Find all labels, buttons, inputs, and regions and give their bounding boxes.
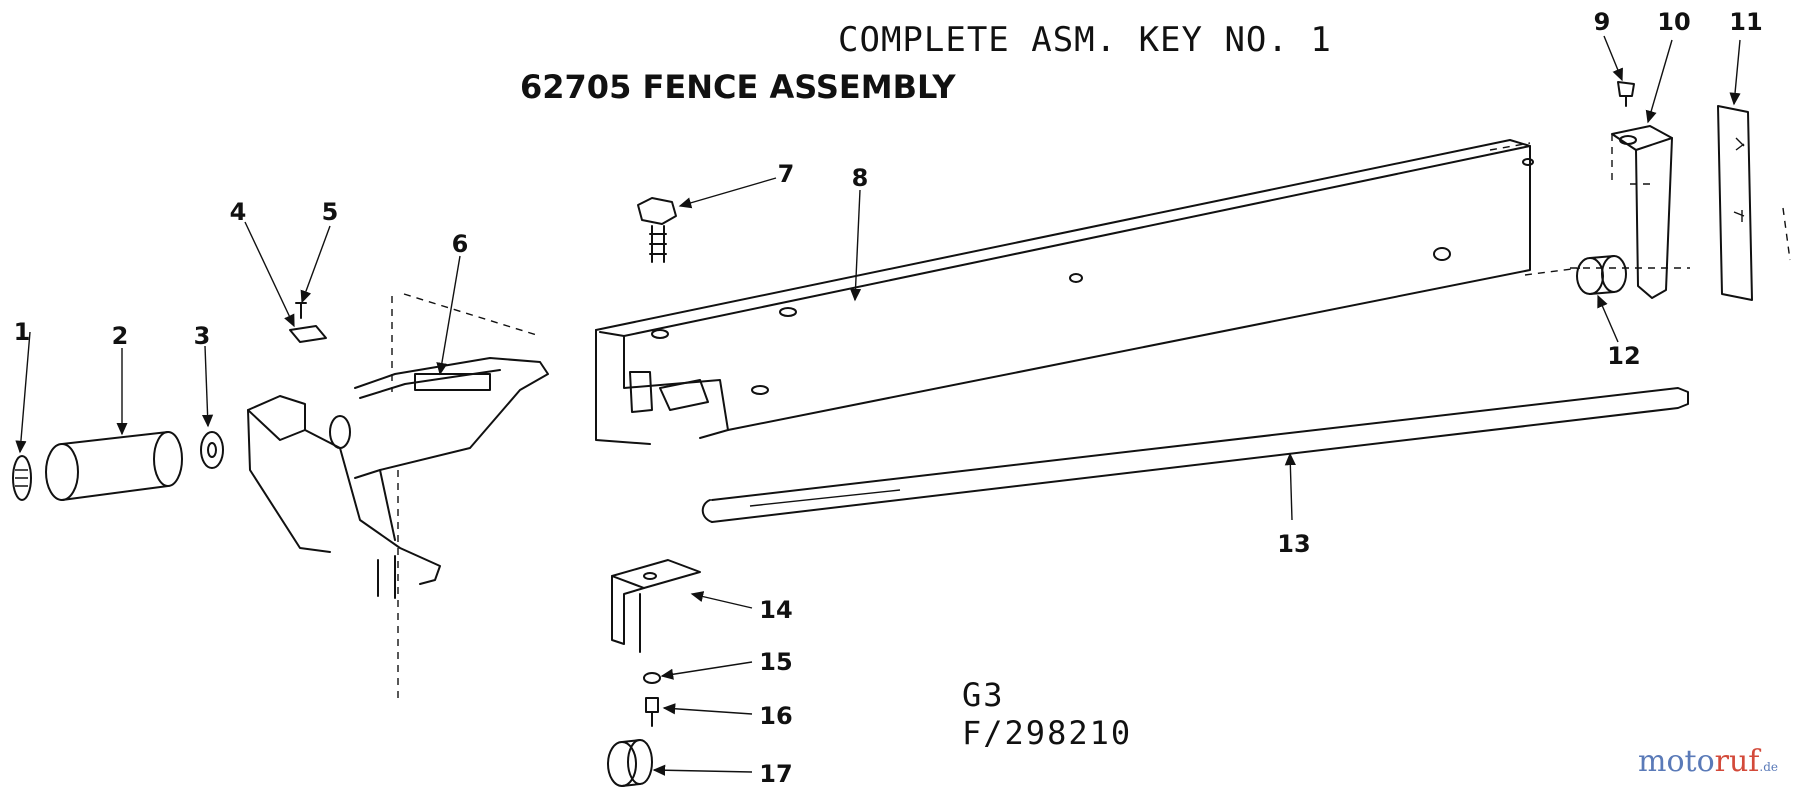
figure-code: F/298210 [962, 714, 1133, 752]
part-11-end-plate [1717, 105, 1791, 301]
part-13-rod [701, 387, 1689, 523]
part-7-bolt [637, 197, 677, 263]
callout-17: 17 [759, 760, 792, 788]
callout-3: 3 [194, 322, 211, 350]
callout-7: 7 [778, 160, 795, 188]
callout-1: 1 [14, 318, 31, 346]
callout-4: 4 [230, 198, 247, 226]
part-17-foot [607, 739, 653, 787]
part-15-lock-washer [643, 672, 661, 684]
callout-8: 8 [852, 164, 869, 192]
callout-13: 13 [1277, 530, 1310, 558]
part-5-screw [295, 302, 307, 319]
leader-lines [15, 35, 1741, 776]
part-10-end-bracket [1570, 125, 1690, 299]
callout-15: 15 [759, 648, 792, 676]
grid-code: G3 [962, 676, 1005, 714]
part-14-lower-bracket [611, 559, 701, 653]
part-8-fence-bar [595, 139, 1581, 445]
fence-assembly-title: 62705 FENCE ASSEMBLY [520, 68, 956, 106]
part-12-bushing [1576, 255, 1627, 295]
part-4-clip [289, 325, 327, 343]
part-3-washer [200, 431, 224, 469]
motoruf-logo: motoruf.de [1638, 744, 1779, 779]
complete-asm-title: COMPLETE ASM. KEY NO. 1 [838, 20, 1332, 60]
callout-numbers: 1 2 3 4 5 6 7 8 9 10 11 12 13 14 15 16 1… [14, 8, 1763, 788]
callout-9: 9 [1594, 8, 1611, 36]
part-2-knob [45, 431, 183, 501]
callout-6: 6 [452, 230, 469, 258]
callout-11: 11 [1729, 8, 1762, 36]
part-9-screw [1617, 81, 1635, 107]
callout-16: 16 [759, 702, 792, 730]
callout-5: 5 [322, 198, 339, 226]
part-16-screw [645, 697, 659, 727]
part-1-end-cap [12, 455, 32, 501]
callout-10: 10 [1657, 8, 1690, 36]
callout-12: 12 [1607, 342, 1640, 370]
part-6-lock-bracket [247, 293, 549, 700]
callout-14: 14 [759, 596, 792, 624]
callout-2: 2 [112, 322, 129, 350]
